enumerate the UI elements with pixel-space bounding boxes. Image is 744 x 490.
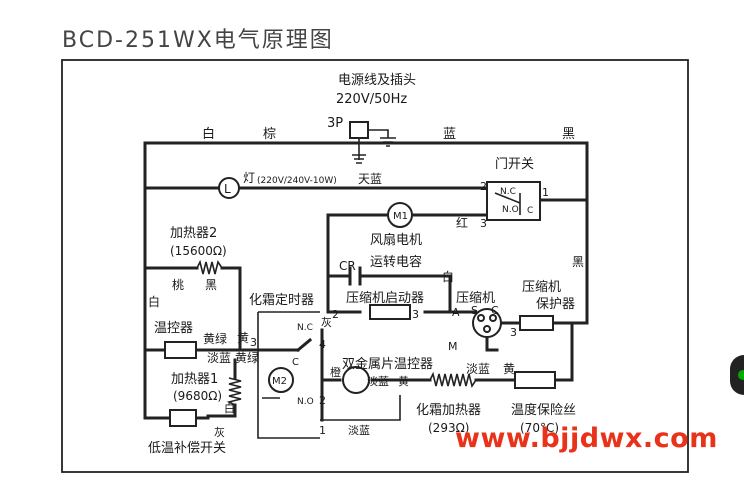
sky-blue-label: 天蓝 <box>358 172 382 186</box>
door-no: N.O <box>502 205 519 215</box>
heater1-white-label: 白 <box>224 401 235 415</box>
comp-term-a: A <box>452 306 460 319</box>
starter-label: 压缩机启动器 <box>346 290 424 306</box>
lamp-label: 灯 <box>243 171 255 185</box>
door-term-3: 3 <box>480 217 487 230</box>
timer-no: N.O <box>297 397 314 407</box>
door-switch <box>486 181 541 221</box>
comp-protector-label-1: 压缩机 <box>522 279 561 295</box>
bimetal-yellow-label: 黄 <box>398 374 409 388</box>
thermostat-lb-label: 淡蓝 <box>207 351 231 365</box>
timer-term-2: 2 <box>319 394 326 407</box>
bottom-lb-label: 淡蓝 <box>348 424 370 437</box>
plug-label: 3P <box>327 116 343 131</box>
right-black-label: 黑 <box>572 255 584 269</box>
capacitor-icon <box>348 266 362 286</box>
capacitor-white-label: 白 <box>442 269 454 284</box>
comp-term-s: S <box>471 304 478 317</box>
fan-symbol: M1 <box>393 211 408 222</box>
starter-term-3: 3 <box>412 308 419 321</box>
defrost-timer-label: 化霜定时器 <box>249 293 314 308</box>
wiring <box>143 141 589 439</box>
timer-term-4: 4 <box>319 338 326 351</box>
door-term-2: 2 <box>480 180 487 193</box>
diagram-frame <box>61 59 689 473</box>
comp-term-m: M <box>448 340 458 353</box>
comp-protector-icon <box>519 315 554 331</box>
fuse-rating: (70°C) <box>520 421 559 435</box>
left-white-label: 白 <box>148 294 160 309</box>
thermostat-icon <box>164 341 197 359</box>
low-temp-switch-label: 低温补偿开关 <box>148 441 226 456</box>
power-cord-label: 电源线及插头 <box>338 73 416 88</box>
bimetal-icon <box>342 366 370 394</box>
wire-gray-label-2: 灰 <box>214 425 225 439</box>
thermostat-yg-label: 黄绿 <box>203 331 227 346</box>
heater1-rating: (9680Ω) <box>173 389 222 403</box>
wire-brown-label: 棕 <box>263 127 276 142</box>
compressor-icon <box>472 308 502 338</box>
heater2-icon <box>196 259 223 275</box>
lamp-icon: L <box>218 177 240 199</box>
starter-icon <box>369 304 411 320</box>
compressor-label: 压缩机 <box>456 290 495 306</box>
protector-term-3: 3 <box>510 326 517 339</box>
wire-orange-label: 橙 <box>330 365 341 379</box>
fan-motor-label: 风扇电机 <box>370 232 422 248</box>
wire-blue-label: 蓝 <box>443 127 456 142</box>
cr-label: CR <box>339 259 356 273</box>
run-capacitor-label: 运转电容 <box>370 254 422 270</box>
bimetal-lb-label: 淡蓝 <box>367 375 389 388</box>
timer-c: C <box>292 357 299 368</box>
comp-protector-label-2: 保护器 <box>536 297 575 312</box>
comp-term-c: C <box>491 304 499 317</box>
wire-gray-label-1: 灰 <box>321 315 332 329</box>
heater2-rating: (15600Ω) <box>170 244 227 258</box>
timer-yg-label: 黄绿 <box>235 350 259 365</box>
wire-red-label: 红 <box>456 215 468 230</box>
side-widget-icon[interactable] <box>730 355 744 395</box>
wire-peach-label: 桃 <box>172 277 184 292</box>
defrost-heater-icon <box>429 371 477 388</box>
defrost-heater-label: 化霜加热器 <box>416 403 481 418</box>
heater2-black-label: 黑 <box>205 278 217 292</box>
timer-term-1: 1 <box>319 424 326 437</box>
power-plug <box>349 121 396 164</box>
voltage-label: 220V/50Hz <box>336 92 407 107</box>
fuse-icon <box>514 371 556 389</box>
page-title: BCD-251WX电气原理图 <box>62 28 334 53</box>
door-c: C <box>527 206 533 216</box>
bimetal-label: 双金属片温控器 <box>342 356 433 372</box>
diagram-labels: 电源线及插头 220V/50Hz 3P 白 棕 蓝 黑 门开关 灯 (220V/… <box>148 73 584 456</box>
fan-motor-icon <box>387 202 413 228</box>
lamp-rating-label: (220V/240V-10W) <box>257 176 337 186</box>
svg-text:L: L <box>224 182 231 196</box>
timer-motor-symbol: M2 <box>272 376 287 387</box>
timer-motor-icon <box>268 367 294 393</box>
timer-term-3: 3 <box>250 336 257 349</box>
wire-black-label: 黑 <box>562 127 575 142</box>
fuse-label: 温度保险丝 <box>511 402 576 418</box>
watermark: www.bjjdwx.com <box>455 423 718 454</box>
starter-term-2: 2 <box>332 308 339 321</box>
door-term-1: 1 <box>542 186 549 199</box>
wire-white-label: 白 <box>202 126 215 142</box>
low-temp-switch-icon <box>169 409 197 427</box>
timer-nc: N.C <box>297 323 313 333</box>
heater2-label: 加热器2 <box>170 226 217 241</box>
heater1-icon <box>226 377 242 406</box>
defrost-heater-rating: (293Ω) <box>428 421 469 435</box>
heater-lb-label: 淡蓝 <box>466 362 490 376</box>
heater1-label: 加热器1 <box>171 372 218 387</box>
fuse-yellow-label: 黄 <box>503 362 515 376</box>
timer-yellow-label: 黄 <box>237 331 249 345</box>
door-switch-label: 门开关 <box>495 157 534 172</box>
door-nc: N.C <box>500 187 516 197</box>
thermostat-label: 温控器 <box>154 321 193 336</box>
